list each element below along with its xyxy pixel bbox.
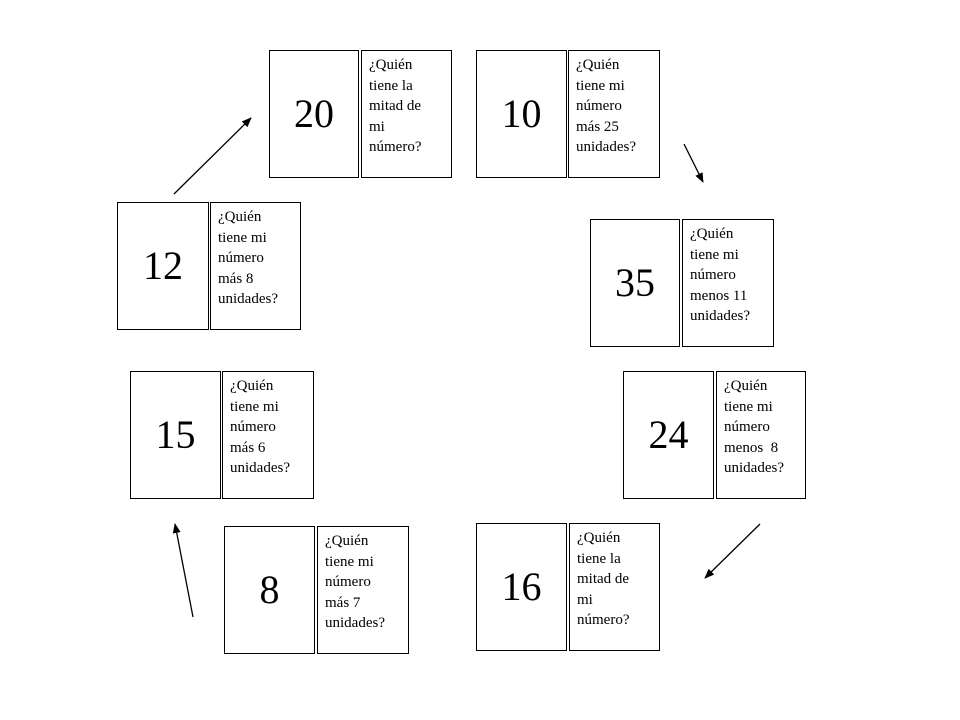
question-line: unidades? bbox=[576, 139, 636, 155]
question-line: tiene la bbox=[369, 77, 413, 94]
question-line: tiene mi bbox=[690, 246, 739, 263]
question-line: número bbox=[230, 419, 276, 435]
card-question: ¿Quién tiene mi número más 7 unidades? bbox=[317, 526, 409, 654]
question-line: mitad de bbox=[577, 571, 630, 587]
question-line: ¿Quién bbox=[230, 378, 274, 394]
card-question: ¿Quién tiene la mitad de mi número? bbox=[569, 523, 660, 651]
card-question: ¿Quién tiene mi número más 25 unidades? bbox=[568, 50, 660, 178]
question-line: tiene mi bbox=[230, 398, 279, 415]
question-line: más 7 bbox=[325, 594, 361, 611]
question-line: tiene mi bbox=[325, 553, 374, 570]
question-line: unidades? bbox=[325, 615, 385, 631]
question-line: número? bbox=[577, 612, 630, 628]
question-line: número bbox=[325, 574, 371, 590]
question-line: ¿Quién bbox=[690, 226, 734, 242]
question-line: ¿Quién bbox=[325, 533, 369, 549]
question-line: mi bbox=[369, 118, 385, 135]
question-line: ¿Quién bbox=[724, 378, 768, 394]
arrow-10-to-35 bbox=[683, 143, 704, 183]
question-line: más 25 bbox=[576, 118, 619, 135]
question-line: tiene mi bbox=[576, 77, 625, 94]
question-line: tiene mi bbox=[218, 229, 267, 246]
question-line: mitad de bbox=[369, 98, 422, 114]
card-number: 10 bbox=[476, 50, 567, 178]
card-number: 15 bbox=[130, 371, 221, 499]
question-line: número bbox=[690, 267, 736, 283]
card-question: ¿Quién tiene mi número menos 11 unidades? bbox=[682, 219, 774, 347]
question-line: mi bbox=[577, 591, 593, 608]
question-line: unidades? bbox=[230, 460, 290, 476]
card-question: ¿Quién tiene mi número más 8 unidades? bbox=[210, 202, 301, 330]
card-number: 16 bbox=[476, 523, 567, 651]
question-line: tiene la bbox=[577, 550, 621, 567]
question-line: número? bbox=[369, 139, 422, 155]
card-question: ¿Quién tiene mi número menos 8 unidades? bbox=[716, 371, 806, 499]
arrow-24-to-16 bbox=[704, 523, 761, 579]
question-line: ¿Quién bbox=[369, 57, 413, 73]
card-number: 8 bbox=[224, 526, 315, 654]
question-line: más 8 bbox=[218, 270, 254, 287]
arrow-8-to-15 bbox=[172, 523, 194, 618]
card-question: ¿Quién tiene mi número más 6 unidades? bbox=[222, 371, 314, 499]
card-question: ¿Quién tiene la mitad de mi número? bbox=[361, 50, 452, 178]
question-line: ¿Quién bbox=[218, 209, 262, 225]
question-line: tiene mi bbox=[724, 398, 773, 415]
card-number: 12 bbox=[117, 202, 209, 330]
card-number: 20 bbox=[269, 50, 359, 178]
question-line: número bbox=[576, 98, 622, 114]
question-line: unidades? bbox=[218, 291, 278, 307]
question-line: más 6 bbox=[230, 439, 266, 456]
question-line: ¿Quién bbox=[577, 530, 621, 546]
question-line: unidades? bbox=[724, 460, 784, 476]
question-line: ¿Quién bbox=[576, 57, 620, 73]
card-number: 24 bbox=[623, 371, 714, 499]
question-line: número bbox=[724, 419, 770, 435]
arrow-12-to-20 bbox=[173, 117, 252, 195]
question-line: número bbox=[218, 250, 264, 266]
question-line: menos 8 bbox=[724, 439, 779, 456]
question-line: unidades? bbox=[690, 308, 750, 324]
question-line: menos 11 bbox=[690, 287, 748, 304]
card-number: 35 bbox=[590, 219, 680, 347]
